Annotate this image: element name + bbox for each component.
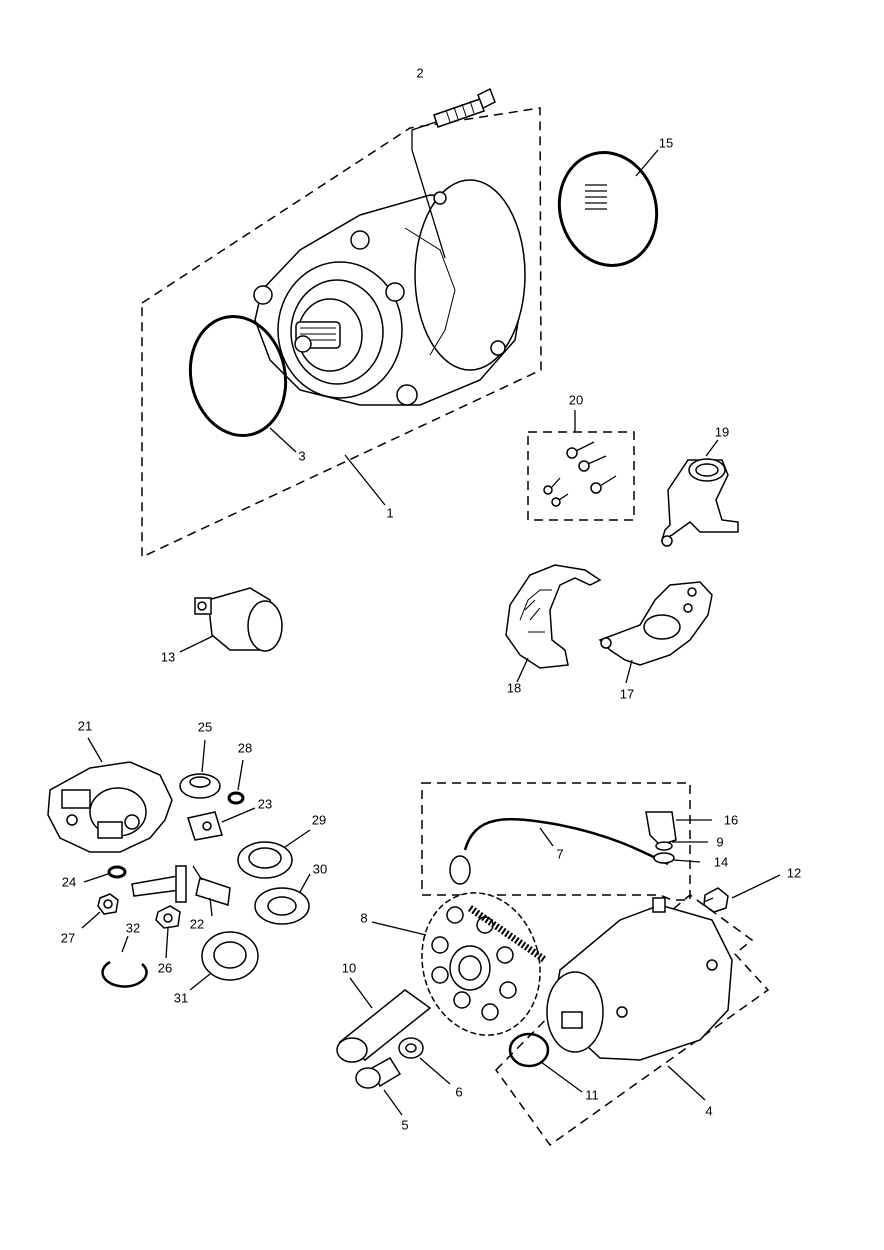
pin-part-10 — [336, 977, 432, 1063]
seal-part-25 — [179, 739, 221, 799]
solenoid-part-13 — [179, 587, 283, 653]
screw-set-part-20 — [527, 410, 635, 521]
callout-20: 20 — [569, 392, 583, 407]
callout-27: 27 — [61, 930, 75, 945]
callout-4: 4 — [705, 1103, 712, 1118]
gear-part-8 — [371, 892, 547, 1036]
washer-part-6 — [398, 1037, 451, 1085]
callout-22: 22 — [190, 916, 204, 931]
callout-26: 26 — [158, 960, 172, 975]
bracket-part-19 — [660, 439, 739, 547]
callout-29: 29 — [312, 812, 326, 827]
nut-part-26 — [155, 905, 181, 959]
plate-part-23 — [187, 807, 256, 841]
bearing-part-31 — [189, 931, 259, 991]
callout-32: 32 — [126, 920, 140, 935]
callout-15: 15 — [659, 135, 673, 150]
bolt-part-2 — [433, 87, 496, 128]
callout-11: 11 — [585, 1087, 599, 1102]
washer-part-28 — [227, 759, 245, 805]
callout-14: 14 — [714, 854, 728, 869]
callout-16: 16 — [724, 812, 738, 827]
callout-30: 30 — [313, 861, 327, 876]
bearing-part-30 — [254, 873, 311, 925]
starter-cable-group — [421, 782, 712, 901]
callout-23: 23 — [258, 796, 272, 811]
starter-motor-assembly — [495, 894, 770, 1147]
callout-12: 12 — [787, 865, 801, 880]
callout-9: 9 — [716, 834, 723, 849]
callout-6: 6 — [455, 1084, 462, 1099]
brush-bolt-part-22 — [131, 865, 231, 917]
stator-part-18 — [505, 564, 602, 683]
callout-21: 21 — [78, 718, 92, 733]
callout-2: 2 — [416, 65, 423, 80]
callout-3: 3 — [298, 448, 305, 463]
washer-part-24 — [83, 865, 127, 883]
o-ring-part-3 — [188, 315, 288, 437]
bearing-part-29 — [237, 829, 311, 879]
callout-18: 18 — [507, 680, 521, 695]
plate-part-17 — [598, 581, 713, 684]
nut-part-27 — [81, 893, 119, 929]
cable-group-boundary — [421, 782, 691, 901]
callout-28: 28 — [238, 740, 252, 755]
callout-24: 24 — [62, 874, 76, 889]
cover-plate-part-15 — [557, 149, 659, 267]
callout-5: 5 — [401, 1117, 408, 1132]
bolt-part-5 — [355, 1056, 403, 1116]
callout-1: 1 — [386, 505, 393, 520]
callout-17: 17 — [620, 686, 634, 701]
alternator-assembly-group — [141, 87, 542, 559]
bolt-part-12 — [703, 874, 781, 913]
callout-19: 19 — [715, 424, 729, 439]
callout-7: 7 — [556, 846, 563, 861]
callout-10: 10 — [342, 960, 356, 975]
circlip-part-32 — [101, 935, 148, 988]
callout-13: 13 — [161, 649, 175, 664]
callout-labels: 1 2 3 4 5 6 7 8 9 10 11 12 13 14 15 16 1… — [61, 65, 801, 1132]
callout-25: 25 — [198, 719, 212, 734]
callout-31: 31 — [174, 990, 188, 1005]
callout-8: 8 — [360, 910, 367, 925]
brush-holder-part-21 — [47, 737, 173, 853]
o-ring-part-11 — [508, 1032, 583, 1093]
alternator-part — [253, 179, 526, 406]
